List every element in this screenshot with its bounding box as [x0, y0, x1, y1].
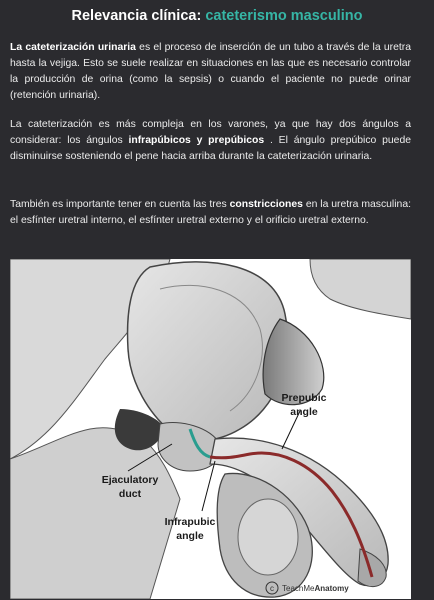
testis	[237, 498, 299, 576]
perineum	[10, 427, 181, 599]
urethra-spongy	[209, 451, 374, 578]
rectum	[114, 409, 165, 451]
teachmeanatomy-logo: c TeachMeAnatomy	[265, 581, 349, 595]
page-title: Relevancia clínica: cateterismo masculin…	[0, 8, 434, 24]
paragraph-2-text-a: La cateterización es más compleja en los…	[10, 119, 411, 146]
label-infrapubic-2: angle	[176, 530, 204, 542]
anatomy-figure: Prepubic angle Ejaculatory duct Infrapub…	[10, 259, 411, 599]
male-pelvis-illustration: Prepubic angle Ejaculatory duct Infrapub…	[10, 259, 411, 599]
label-prepubic-2: angle	[290, 406, 318, 418]
paragraph-definition: La cateterización urinaria es el proceso…	[10, 40, 411, 104]
copyright-glyph: c	[270, 584, 274, 593]
paragraph-1-text: es el proceso de inserción de un tubo a …	[10, 42, 411, 101]
title-accent: cateterismo masculino	[205, 8, 363, 24]
bladder-wall-line	[159, 284, 263, 412]
paragraph-2-text-b: . El ángulo prepúbico puede disminuirse …	[10, 135, 412, 162]
logo-suffix: Anatomy	[314, 584, 349, 593]
logo-prefix: TeachMe	[282, 584, 315, 593]
paragraph-3-bold: constricciones	[229, 199, 303, 210]
label-ejaculatory-2: duct	[119, 488, 142, 500]
prepubic-leader	[281, 410, 301, 450]
abdominal-wall	[309, 259, 411, 320]
label-prepubic-1: Prepubic	[282, 392, 327, 404]
urethra-prostatic	[188, 428, 211, 459]
label-ejaculatory-1: Ejaculatory	[102, 474, 159, 486]
paragraph-constrictions: También es importante tener en cuenta la…	[10, 197, 411, 229]
bladder	[126, 261, 289, 442]
title-prefix: Relevancia clínica:	[71, 8, 202, 24]
paragraph-angles: La cateterización es más compleja en los…	[10, 117, 411, 165]
ejaculatory-leader	[127, 443, 173, 472]
label-infrapubic-1: Infrapubic	[165, 516, 216, 528]
pubic-symphysis	[262, 318, 325, 406]
paragraph-3-text-a: También es importante tener en cuenta la…	[10, 199, 230, 210]
paragraph-1-bold: La cateterización urinaria	[10, 42, 136, 53]
logo-text: TeachMeAnatomy	[282, 584, 349, 593]
copyright-icon	[265, 581, 279, 595]
paragraph-2-bold: infrapúbicos y prepúbicos	[128, 135, 265, 146]
paragraph-3-text-b: en la uretra masculina: el esfínter uret…	[10, 199, 411, 226]
infrapubic-leader	[201, 460, 216, 512]
